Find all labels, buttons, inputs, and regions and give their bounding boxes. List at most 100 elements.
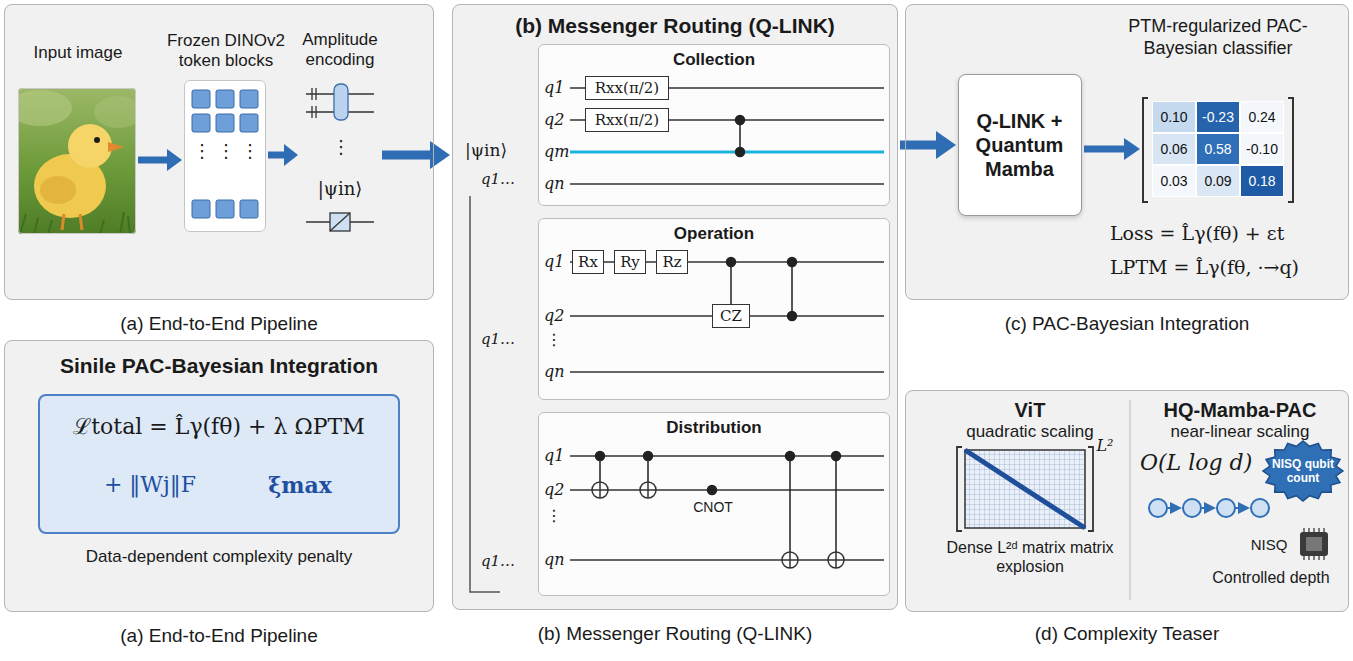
node-text: Operation	[674, 224, 754, 244]
wire-label: q1	[544, 446, 564, 465]
text-slot: + ‖Wj‖F	[80, 472, 220, 498]
ellipsis: ⋮	[241, 140, 259, 162]
text-slot: PTM-regularized PAC-Bayesian classifier	[1102, 16, 1334, 59]
ellipsis: ⋮	[193, 140, 211, 162]
node-text: Input image	[34, 43, 123, 63]
ellipsis: ⋮	[217, 140, 235, 162]
gate-box: Rxx(π/2)	[585, 76, 669, 100]
text-slot: 0.03	[1152, 165, 1196, 197]
text-slot: (d) Complexity Teaser	[906, 623, 1348, 646]
text-slot: near-linear scaling	[1145, 422, 1335, 442]
ellipsis: ⋮	[546, 506, 562, 525]
node-text: PTM-regularized PAC-Bayesian classifier	[1102, 16, 1334, 59]
panel: Sinile PAC-Bayesian IntegrationData-depe…	[4, 340, 434, 612]
panel: (b) Messenger Routing (Q-LINK)(b) Messen…	[452, 4, 898, 610]
node-subtext: 0.03	[1152, 165, 1196, 197]
node-subtext: -0.10	[1240, 133, 1284, 165]
text-slot: ⋮	[193, 140, 209, 162]
node-text: (a) End-to-End Pipeline	[120, 313, 318, 336]
loss-formula: Loss = L̂γ(fθ) + εt	[1110, 222, 1284, 245]
text-slot: Loss = L̂γ(fθ) + εt	[1110, 222, 1346, 245]
wire-label: q2	[544, 306, 564, 325]
text-slot: Rz	[657, 253, 687, 271]
text-slot: qm	[544, 142, 568, 161]
column-subtitle: quadratic scaling	[966, 422, 1094, 442]
arrow-head	[430, 141, 450, 169]
text-slot: -0.10	[1240, 133, 1284, 165]
node-subtext: |ψin⟩	[318, 178, 363, 200]
qubit-badge: NISQ qubit count	[1262, 440, 1344, 502]
text-slot: HQ-Mamba-PAC	[1150, 398, 1330, 422]
node-text: Sinile PAC-Bayesian Integration	[60, 353, 378, 378]
text-slot: (a) End-to-End Pipeline	[5, 625, 433, 648]
text-slot: |ψin⟩	[300, 178, 380, 200]
arrow-head	[936, 131, 956, 159]
text-slot: Input image	[9, 43, 147, 63]
formula-box: ℒtotal = L̂γ(fθ) + λ ΩPTM+ ‖Wj‖Fξmax	[38, 394, 400, 534]
text-slot: Frozen DINOv2 token blocks	[161, 31, 291, 72]
node-subtext: 0.09	[1196, 165, 1240, 197]
text-slot: ⋮	[544, 506, 564, 525]
node-text: Collection	[673, 50, 755, 70]
node-subtext: 0.06	[1152, 133, 1196, 165]
text-slot: Controlled depth	[1198, 568, 1344, 587]
node-subtext: 0.18	[1240, 165, 1284, 197]
gate-box: Ry	[614, 250, 646, 274]
node-subtext: + ‖Wj‖F	[104, 472, 196, 498]
text-slot: qn	[544, 362, 568, 381]
chip-label: NISQ	[1251, 536, 1288, 554]
stage-box: CollectionRxx(π/2) Rxx(π/2)	[538, 44, 890, 206]
node-text: Rz	[662, 253, 681, 271]
text-slot: ⋮	[332, 136, 348, 158]
text-slot: Operation	[539, 224, 889, 244]
node-text: Q-LINK + Quantum Mamba	[964, 109, 1075, 181]
node-subtext: 0.58	[1196, 133, 1240, 165]
wire-label: qn	[544, 174, 565, 193]
text-slot: ξmax	[230, 472, 370, 498]
node-text: Rx	[578, 253, 598, 271]
text-slot: Amplitude encoding	[292, 30, 388, 71]
arrow-shaft	[382, 151, 431, 160]
ellipsis: ⋮	[332, 136, 350, 158]
wire-label: q1	[544, 252, 564, 271]
node-text: NISQ qubit count	[1270, 457, 1336, 486]
text-slot: ViT	[990, 398, 1070, 422]
weight-matrix: PTM-regularized PAC-Bayesian classifier0…	[1142, 94, 1294, 204]
text-slot: ⋮	[241, 140, 257, 162]
text-slot: -0.23	[1196, 101, 1240, 133]
gate-box: Rxx(π/2)	[585, 108, 669, 132]
wire-label: q1…	[481, 552, 515, 570]
node-subtext: (b) Messenger Routing (Q-LINK)	[538, 623, 813, 646]
column-title: ViT	[1015, 398, 1046, 422]
node-text: (d) Complexity Teaser	[1035, 623, 1219, 646]
badge-star	[1263, 441, 1343, 501]
node-subtext: -0.23	[1196, 101, 1240, 133]
text-slot: Rxx(π/2)	[586, 111, 668, 129]
arrow-head	[167, 149, 182, 171]
text-slot: Ry	[615, 253, 645, 271]
note: Dense L²ᵈ matrix matrix explosion	[945, 538, 1115, 576]
text-slot: 0.24	[1240, 101, 1284, 133]
wire-label: qn	[544, 550, 565, 569]
loss-formula: LPTM = L̂γ(fθ, ·→q)	[1110, 256, 1299, 279]
node-text: (c) PAC-Bayesian Integration	[1005, 313, 1250, 336]
ellipsis: ⋮	[546, 330, 562, 349]
gate-box: CZ	[712, 304, 750, 328]
arrow-shaft	[138, 157, 168, 164]
input-image: Input image	[18, 88, 136, 234]
node-subtext: 0.24	[1240, 101, 1284, 133]
gate-label: CNOT	[693, 499, 733, 516]
text-slot: (b) Messenger Routing (Q-LINK)	[453, 623, 897, 646]
text-slot: Rxx(π/2)	[586, 79, 668, 97]
column-subtitle: near-linear scaling	[1171, 422, 1310, 442]
text-slot: Q-LINK + Quantum Mamba	[964, 109, 1075, 181]
text-slot: CNOT	[686, 498, 740, 516]
text-slot: q1…	[476, 170, 520, 188]
text-slot: LPTM = L̂γ(fθ, ·→q)	[1110, 256, 1346, 279]
text-slot: 0.58	[1196, 133, 1240, 165]
text-slot: q1	[544, 446, 568, 465]
text-slot: Data-dependent complexity penalty	[5, 547, 433, 567]
text-slot: 0.06	[1152, 133, 1196, 165]
wire-label: q1…	[481, 170, 515, 188]
